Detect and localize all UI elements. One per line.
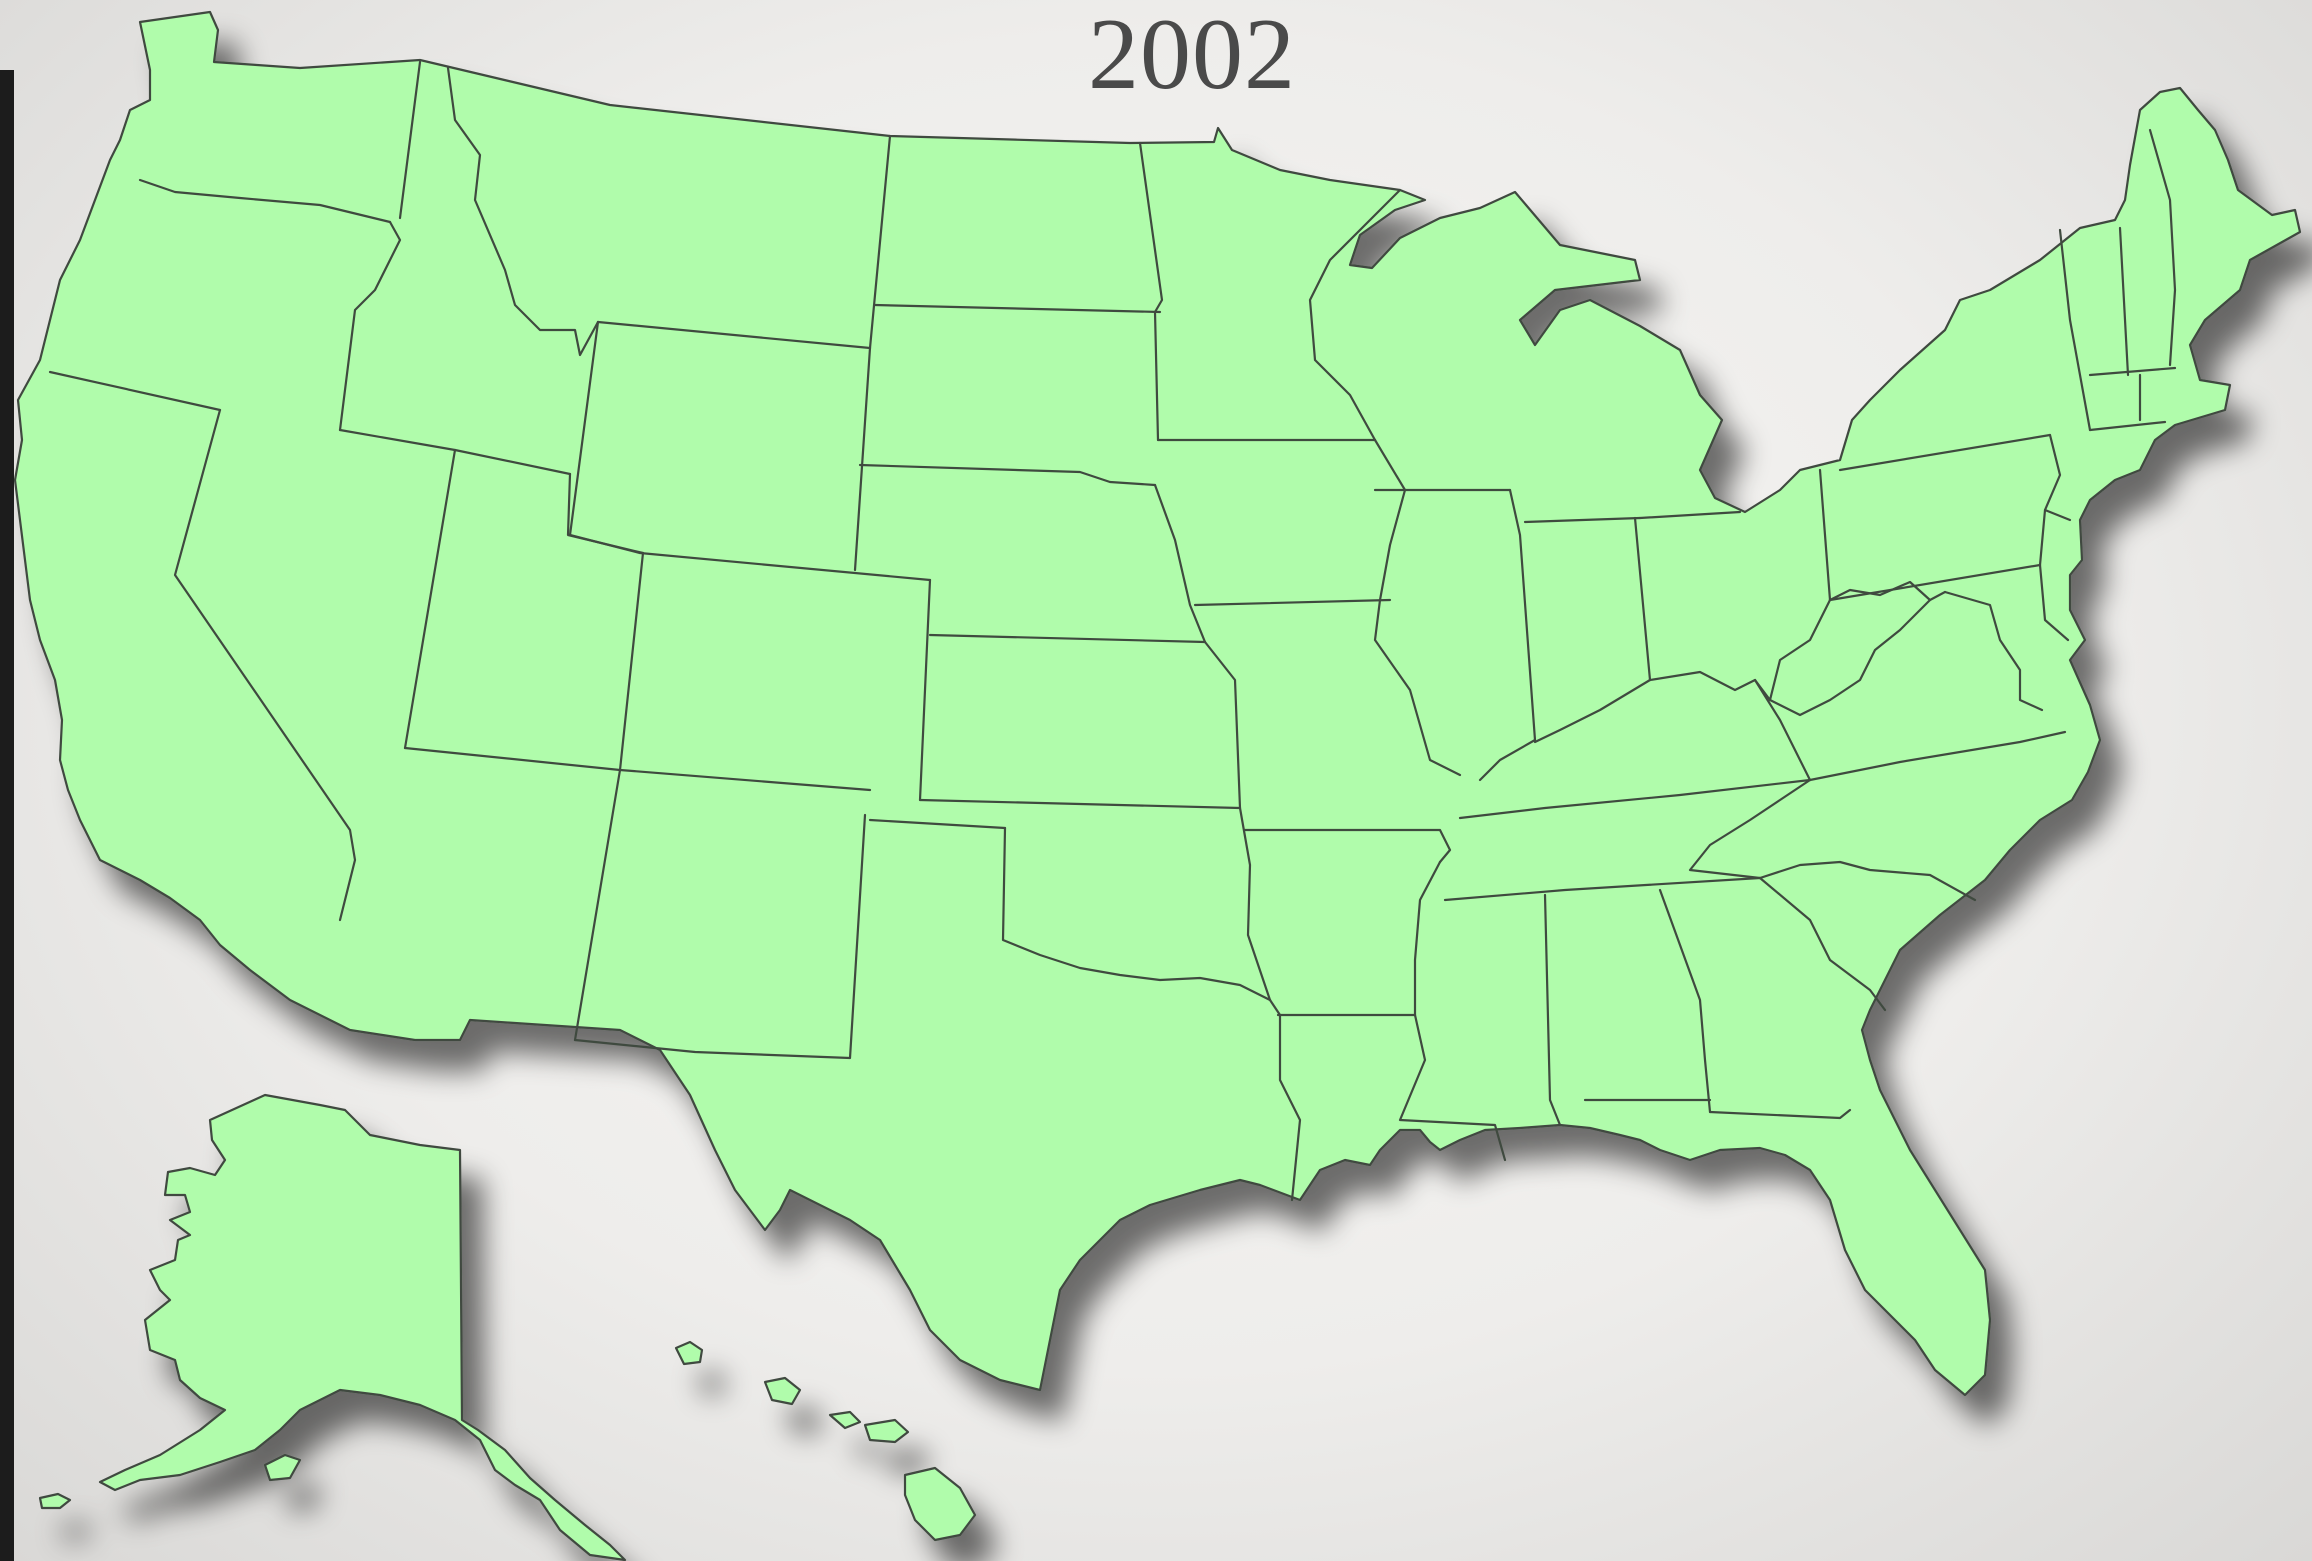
border-wy-co — [568, 533, 932, 582]
border-ct-ri-ma — [2088, 420, 2167, 432]
border-de-md — [2038, 563, 2070, 642]
border-nm-tx — [573, 813, 867, 1060]
border-ut-co — [618, 551, 645, 772]
border-mt-wy — [596, 320, 872, 350]
border-tn-nc — [1688, 778, 1812, 880]
contiguous-us-outline — [13, 10, 2302, 1397]
border-id-south — [338, 428, 572, 476]
border-mt-dakotas — [868, 134, 892, 350]
border-sd-ne — [858, 463, 1157, 487]
alaska-island — [263, 1453, 302, 1482]
border-az-nm — [573, 768, 622, 1042]
border-ca-nv — [173, 408, 357, 922]
border-md-va — [1943, 590, 2044, 712]
border-nh-me — [2148, 128, 2177, 367]
border-ok-ar — [1238, 806, 1272, 1002]
alaska-island — [38, 1492, 72, 1510]
border-ia-ne — [1153, 483, 1207, 644]
state-borders — [48, 60, 2177, 1202]
border-mn-east — [1138, 141, 1164, 442]
border-ne-ks — [928, 633, 1207, 644]
border-mo-ar — [1243, 828, 1452, 864]
border-wv-md — [1828, 580, 1932, 602]
hawaii-island — [763, 1376, 802, 1406]
border-oh-ky — [1648, 670, 1757, 692]
border-oh-wv — [1753, 598, 1832, 702]
alaska — [98, 1093, 627, 1561]
border-mo-il — [1373, 598, 1462, 777]
border-ut-az — [403, 746, 622, 772]
border-va-wv — [1768, 590, 1947, 717]
border-wy-east — [853, 346, 872, 572]
border-wa-id — [398, 60, 422, 220]
border-in-mi — [1523, 516, 1642, 524]
hawaii-island — [674, 1340, 704, 1366]
border-ia-mo — [1193, 598, 1392, 607]
border-vt-nh — [2118, 226, 2130, 377]
border-in-ky — [1533, 678, 1652, 744]
border-ks-ok — [918, 798, 1242, 810]
border-tn-south — [1443, 876, 1762, 902]
border-nv-ut — [403, 448, 457, 750]
hawaii-island — [828, 1410, 862, 1430]
year-title: 2002 — [1088, 0, 1296, 111]
border-co-east — [918, 578, 932, 802]
border-in-oh — [1633, 516, 1652, 682]
border-ky-east — [1753, 678, 1812, 782]
border-nd-sd — [873, 303, 1162, 314]
hawaii-island — [863, 1418, 910, 1444]
border-nm-ok — [868, 818, 1007, 830]
border-va-nc — [1808, 730, 2067, 782]
border-oh-pa — [1818, 468, 1832, 602]
border-il-in — [1478, 488, 1537, 782]
border-ms-al — [1543, 893, 1562, 1127]
border-id-mt — [446, 66, 600, 357]
border-co-nm — [618, 768, 872, 792]
border-ny-ma-ct — [2088, 366, 2177, 377]
border-ga-sc — [1758, 876, 1887, 1012]
border-ia-il — [1373, 438, 1407, 602]
border-mi-oh — [1638, 510, 1742, 520]
border-la-ms — [1398, 1013, 1507, 1162]
border-pa-nj — [2038, 433, 2062, 567]
border-mn-wi — [1308, 188, 1402, 442]
border-wy-west — [568, 320, 600, 537]
border-or-id — [338, 220, 402, 432]
border-al-ga — [1658, 888, 1712, 1114]
border-pa-md — [1828, 563, 2042, 602]
hawaii-island — [903, 1466, 977, 1542]
border-or-ca — [48, 370, 222, 412]
slide-edge-bar — [0, 70, 14, 1561]
border-ky-tn — [1458, 778, 1812, 820]
border-wa-or — [138, 178, 392, 224]
border-ar-ms — [1413, 860, 1442, 1017]
border-ny-vt — [2058, 228, 2092, 432]
border-ok-tx — [1001, 826, 1272, 1002]
border-ga-fl — [1708, 1108, 1852, 1120]
border-pa-ny — [1838, 433, 2052, 472]
border-mo-ks — [1203, 640, 1242, 810]
border-sc-nc — [1758, 860, 1977, 902]
border-nj-coast — [2043, 508, 2072, 522]
border-tx-la — [1268, 998, 1302, 1202]
